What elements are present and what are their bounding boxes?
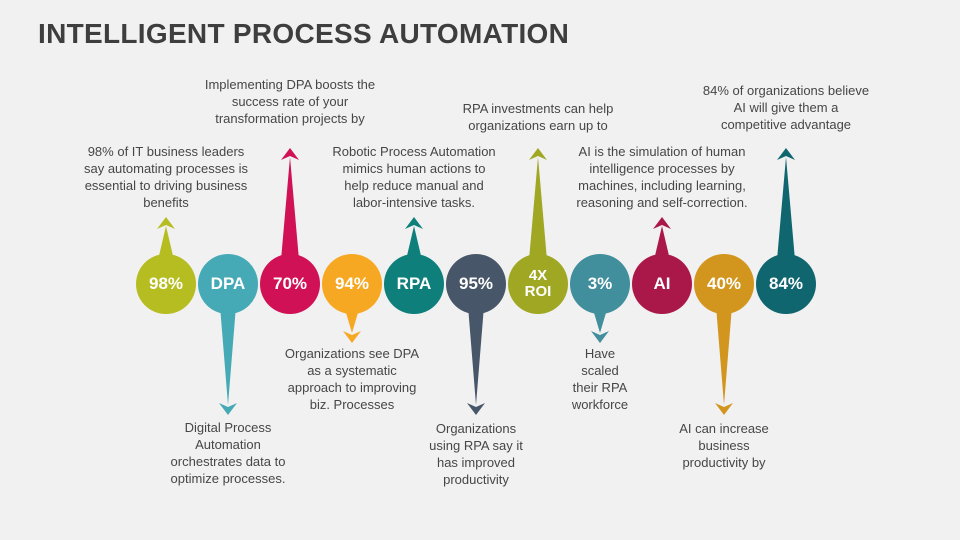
stat-note: RPA investments can help organizations e… [462,101,614,133]
stat-note: 84% of organizations believe AI will giv… [702,83,870,132]
arrow-up-icon [405,217,423,260]
arrow-down-icon [219,306,237,415]
stat-label: DPA [210,273,246,293]
stat-label: 4X ROI [524,266,552,300]
stat-label: 98% [148,273,184,293]
stat-circle: 94% [322,254,382,314]
arrow-down-icon [715,306,733,415]
stat-label: 94% [334,273,370,293]
stat-circle: AI [632,254,692,314]
arrow-down-icon [467,306,485,415]
stat-circle: 4X ROI [508,254,568,314]
stat-circle: 40% [694,254,754,314]
stat-note: AI is the simulation of human intelligen… [576,144,748,210]
stat-item-rpa: Robotic Process Automation mimics human … [332,0,496,540]
stat-label: AI [653,273,671,293]
stat-item-98pct: 98% of IT business leaders say automatin… [84,0,248,540]
page-title: INTELLIGENT PROCESS AUTOMATION [38,18,570,49]
stat-note: AI can increase business productivity by [679,421,769,470]
stat-item-ai: AI is the simulation of human intelligen… [576,0,748,540]
stat-label: 95% [458,273,494,293]
arrow-up-icon [281,148,299,260]
arrow-up-icon [157,217,175,260]
stat-item-dpa: DPA Digital Process Automation orchestra… [171,0,285,540]
stat-note: 98% of IT business leaders say automatin… [83,144,249,210]
stat-circle: RPA [384,254,444,314]
stat-note: Have scaled their RPA workforce [571,346,629,412]
stat-circle: 98% [136,254,196,314]
stat-label: 40% [706,273,742,293]
stat-note: Digital Process Automation orchestrates … [170,420,286,486]
stat-circle: DPA [198,254,258,314]
stat-item-84pct: 84% of organizations believe AI will giv… [703,0,869,540]
stat-item-3pct: 3% Have scaled their RPA workforce [569,0,631,540]
stat-note: Implementing DPA boosts the success rate… [204,77,376,126]
stat-circle: 84% [756,254,816,314]
stat-label: 70% [272,273,308,293]
stat-item-70pct: Implementing DPA boosts the success rate… [205,0,375,540]
arrow-up-icon [653,217,671,260]
stat-circle: 95% [446,254,506,314]
stat-item-4x-roi: RPA investments can help organizations e… [463,0,613,540]
stat-label: 3% [587,273,613,293]
arrow-up-icon [777,148,795,260]
stat-item-94pct: 94% Organizations see DPA as a systemati… [285,0,419,540]
stat-note: Organizations using RPA say it has impro… [429,421,523,487]
stat-note: Organizations see DPA as a systematic ap… [284,346,420,412]
stat-circle: 3% [570,254,630,314]
stat-note: Robotic Process Automation mimics human … [332,144,496,210]
arrow-up-icon [529,148,547,260]
stat-item-95pct: 95% Organizations using RPA say it has i… [429,0,523,540]
stat-label: 84% [768,273,804,293]
stat-item-40pct: 40% AI can increase business productivit… [679,0,769,540]
stat-circle: 70% [260,254,320,314]
stat-label: RPA [396,273,432,293]
